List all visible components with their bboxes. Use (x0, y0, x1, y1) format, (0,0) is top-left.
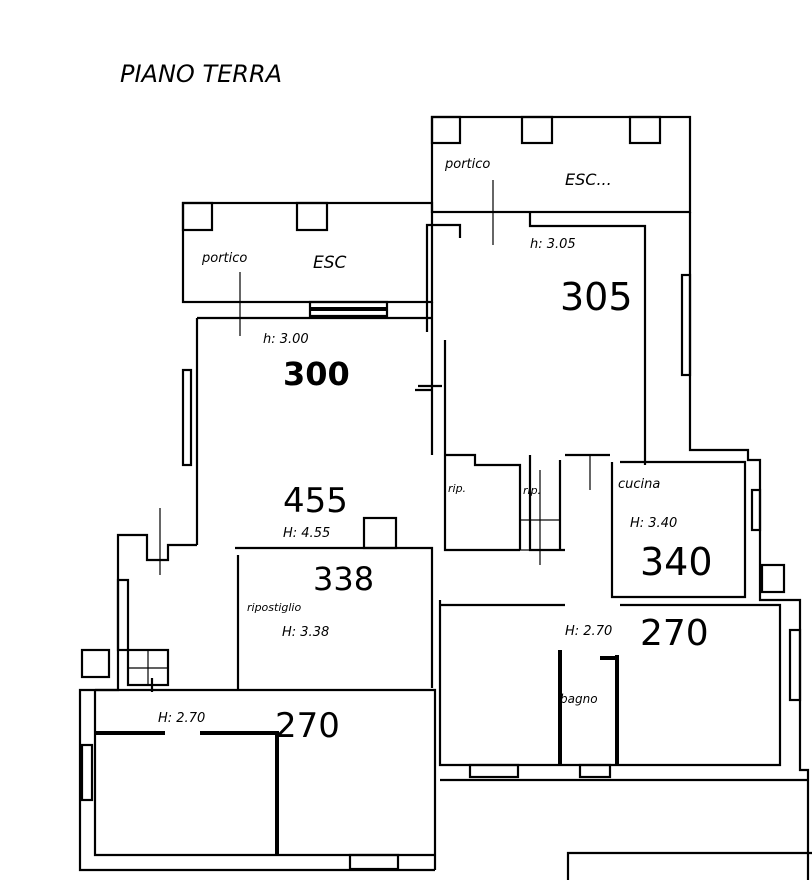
room-name-rip-2: rip. (523, 484, 541, 497)
room-code-305: 305 (560, 275, 633, 319)
pillar-icon (520, 115, 554, 145)
room-name-bagno: bagno (560, 692, 598, 706)
pillar-icon (628, 115, 662, 145)
room-code-455: 455 (283, 481, 348, 521)
pillar-icon (295, 201, 329, 232)
portico-right (430, 115, 692, 245)
room-code-340: 340 (640, 540, 713, 584)
walls (78, 212, 812, 880)
room-tag-portico-right: ESC... (565, 170, 612, 189)
height-label-300: h: 3.00 (263, 332, 309, 347)
room-code-270-left: 270 (275, 706, 340, 746)
pillar-icon (430, 115, 462, 145)
pillar-icon (181, 201, 214, 232)
height-label-455: H: 4.55 (283, 526, 330, 541)
room-tag-portico-left: ESC (313, 253, 347, 273)
height-label-270-right: H: 2.70 (565, 624, 612, 639)
room-name-ripostiglio: ripostiglio (247, 601, 301, 614)
room-code-338: 338 (313, 560, 374, 598)
room-name-cucina: cucina (618, 477, 660, 492)
height-label-338: H: 3.38 (282, 625, 329, 640)
room-code-270-right: 270 (640, 613, 709, 654)
height-label-270-left: H: 2.70 (158, 711, 205, 726)
plan-title: PIANO TERRA (120, 60, 282, 88)
height-label-340: H: 3.40 (630, 516, 677, 531)
height-label-305: h: 3.05 (530, 237, 576, 252)
room-name-portico-right: portico (444, 157, 490, 172)
portico-left (181, 201, 434, 336)
room-code-300: 300 (283, 355, 350, 393)
room-name-portico-left: portico (201, 251, 247, 266)
room-name-rip-1: rip. (448, 482, 466, 495)
